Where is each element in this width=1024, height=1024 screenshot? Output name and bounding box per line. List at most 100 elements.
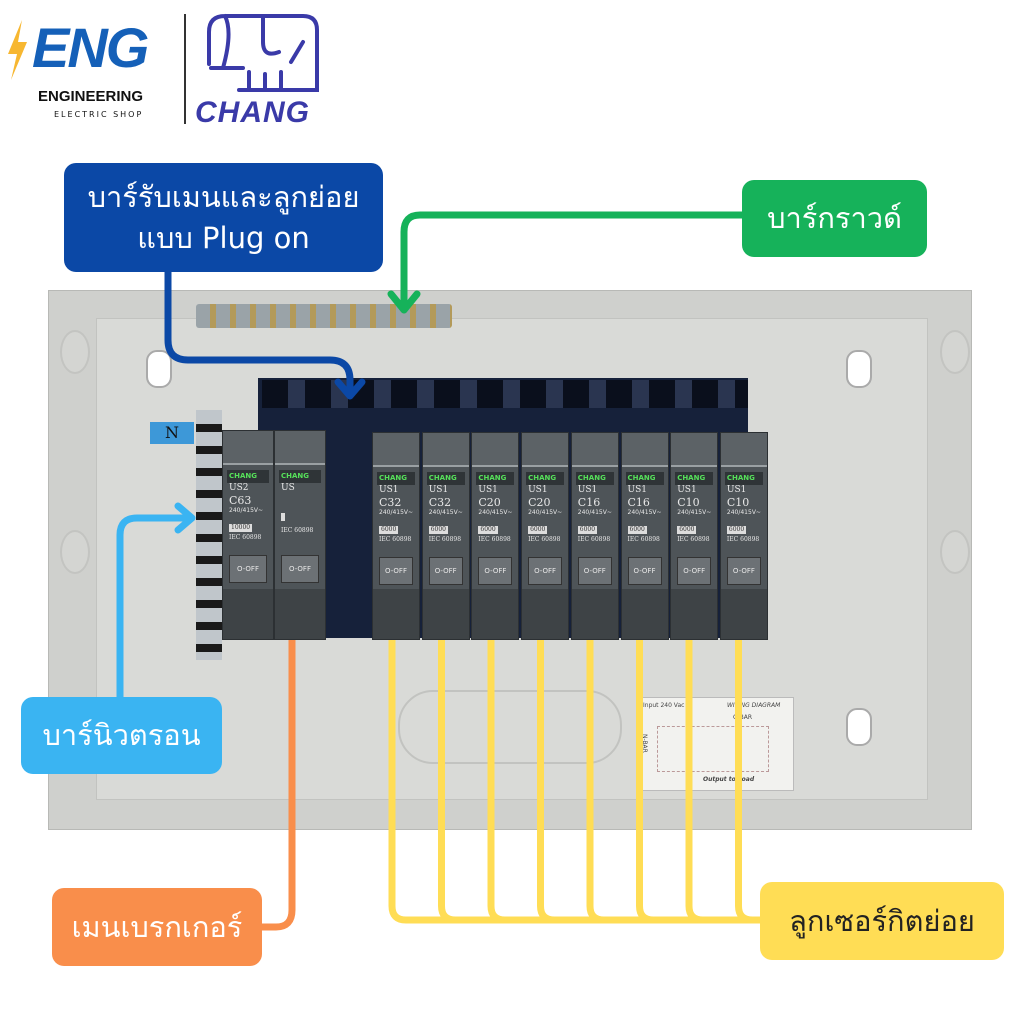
breaker-rating: C63 — [229, 493, 252, 507]
eng-subtitle: ENGINEERING — [38, 88, 144, 105]
wiring-diagram-sticker: Input 240 Vac WIRING DIAGRAM G-BAR N-BAR… — [636, 697, 794, 791]
breaker-standard: IEC 60898 — [577, 536, 611, 544]
breaker-toggle-switch[interactable]: O-OFF — [428, 557, 463, 585]
breaker-type: US1 — [726, 485, 747, 495]
breaker-brand: CHANG — [476, 472, 515, 485]
main-breaker-label-text: เมนเบรกเกอร์ — [71, 909, 243, 944]
breaker-capacity: 6000 — [428, 526, 448, 535]
breaker-brand: CHANG — [279, 470, 321, 483]
breaker-toggle-switch[interactable]: O-OFF — [528, 557, 563, 585]
ground-bar — [196, 304, 452, 328]
neutral-bar-label: บาร์นิวตรอน — [21, 697, 222, 774]
breaker-standard: IEC 60898 — [726, 536, 760, 544]
breaker-top — [472, 433, 519, 467]
neutral-bar-label-text: บาร์นิวตรอน — [42, 718, 201, 753]
chang-logo-text: CHANG — [195, 96, 310, 129]
breaker-rating: C20 — [478, 495, 501, 509]
breaker-voltage: 240/415V~ — [528, 508, 563, 516]
breaker-voltage: 240/415V~ — [379, 508, 414, 516]
breaker-top — [571, 433, 618, 467]
breaker-type: US1 — [379, 485, 399, 495]
breaker-type: US1 — [428, 485, 449, 495]
breaker-top — [373, 433, 419, 467]
logo-divider — [184, 14, 186, 124]
breaker-capacity — [281, 512, 285, 521]
knockout-hole — [940, 530, 970, 574]
breaker-toggle-switch[interactable]: O-OFF — [677, 557, 712, 585]
mounting-keyhole — [846, 350, 872, 388]
breaker-voltage: 240/415V~ — [726, 508, 761, 516]
breaker-type: US1 — [627, 485, 647, 495]
breaker-capacity: 6000 — [528, 526, 548, 535]
breaker-brand: CHANG — [625, 472, 664, 485]
breaker-voltage — [281, 501, 325, 508]
breaker-brand: CHANG — [227, 470, 269, 483]
breaker-standard: IEC 60898 — [627, 536, 660, 544]
diagram-gbar: G-BAR — [733, 714, 752, 721]
chang-logo: CHANG — [195, 10, 335, 130]
breaker-brand: CHANG — [675, 472, 714, 485]
breaker-capacity: 10000 — [229, 524, 253, 533]
sub-breakers-label-text: ลูกเซอร์กิตย่อย — [789, 903, 975, 938]
breaker-standard: IEC 60898 — [281, 526, 314, 534]
mounting-keyhole — [846, 708, 872, 746]
ground-bar-label: บาร์กราวด์ — [742, 180, 927, 257]
breaker-toggle-switch[interactable]: O-OFF — [726, 557, 761, 585]
eng-logo: ENG ENGINEERING ELECTRIC SHOP — [6, 14, 178, 124]
breaker-standard: IEC 60898 — [478, 536, 511, 544]
mounting-keyhole — [146, 350, 172, 388]
breaker-type: US1 — [677, 485, 697, 495]
breaker-top — [621, 433, 668, 467]
breaker-toggle-switch[interactable]: O-OFF — [281, 555, 319, 583]
breaker-toggle-switch[interactable]: O-OFF — [627, 557, 662, 585]
diagram-nbar: N-BAR — [641, 734, 648, 753]
breaker-toggle-switch[interactable]: O-OFF — [478, 557, 513, 585]
breaker-toggle-switch[interactable]: O-OFF — [577, 557, 612, 585]
busbar-label: บาร์รับเมนและลูกย่อย แบบ Plug on — [64, 163, 383, 272]
breaker-rating: C10 — [726, 495, 750, 509]
breaker-toggle-switch[interactable]: O-OFF — [229, 555, 267, 583]
breaker-capacity: 6000 — [478, 526, 498, 535]
elephant-icon — [207, 14, 319, 92]
ground-bar-label-text: บาร์กราวด์ — [767, 201, 902, 236]
lightning-icon — [8, 20, 27, 80]
breaker-top — [275, 431, 325, 465]
breaker-rating: C10 — [677, 495, 700, 509]
plug-on-teeth — [262, 380, 748, 408]
breaker-voltage: 240/415V~ — [229, 506, 264, 514]
breaker-rating: C32 — [379, 495, 402, 509]
breaker-brand: CHANG — [575, 472, 614, 485]
diagram-schematic — [657, 726, 769, 772]
diagram-input-text: Input 240 Vac — [643, 702, 685, 709]
breaker-standard: IEC 60898 — [428, 536, 462, 544]
breaker-terminal — [472, 589, 519, 639]
breaker-type: US1 — [528, 485, 548, 495]
diagram-title: WIRING DIAGRAM — [727, 702, 781, 709]
breaker-terminal — [223, 589, 273, 639]
breaker-capacity: 6000 — [677, 526, 697, 535]
breaker-standard: IEC 60898 — [379, 536, 412, 544]
breaker-rating: C16 — [627, 495, 650, 509]
breaker-terminal — [671, 589, 718, 639]
breaker-brand: CHANG — [526, 472, 565, 485]
breaker-terminal — [720, 589, 767, 639]
breaker-standard: IEC 60898 — [528, 536, 561, 544]
breaker-voltage: 240/415V~ — [627, 508, 662, 516]
breaker-terminal — [373, 589, 419, 639]
breaker-type: US1 — [577, 485, 598, 495]
breaker-rating: C20 — [528, 495, 551, 509]
breaker-top — [223, 431, 273, 465]
breaker-standard: IEC 60898 — [229, 534, 262, 542]
neutral-tag: N — [150, 422, 194, 444]
breaker-capacity: 6000 — [379, 526, 399, 535]
eng-tagline: ELECTRIC SHOP — [54, 110, 144, 119]
breaker-toggle-switch[interactable]: O-OFF — [379, 557, 413, 585]
breaker-terminal — [571, 589, 618, 639]
